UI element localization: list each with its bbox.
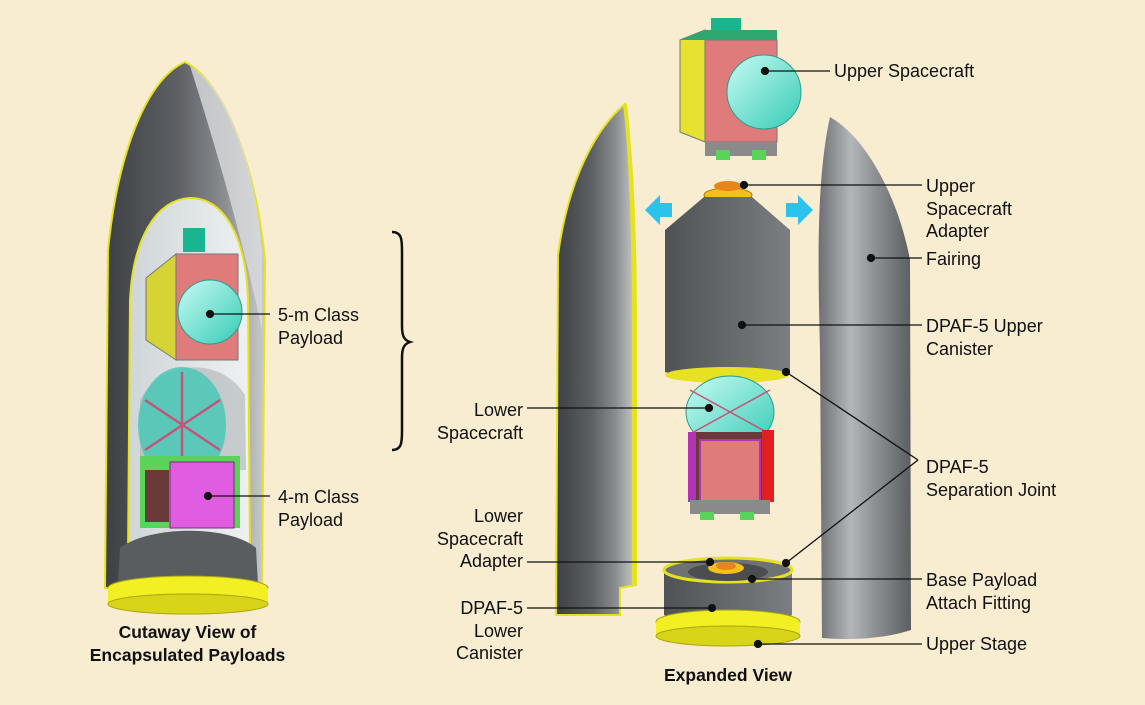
- fairing-right-half: [818, 117, 911, 640]
- upper-spacecraft: [679, 18, 802, 160]
- caption-cutaway-view: Cutaway View of Encapsulated Payloads: [89, 622, 286, 665]
- lower-canister: [655, 556, 801, 647]
- fairing-left-half: [554, 102, 637, 616]
- cutaway-view: [103, 60, 269, 615]
- label-base-payload-attach-fitting: Base Payload Attach Fitting: [926, 570, 1038, 613]
- label-dpaf5-upper-canister: DPAF-5 Upper Canister: [926, 316, 1043, 359]
- expanded-view: [554, 18, 911, 647]
- label-5m-class-payload: 5-m Class Payload: [278, 305, 360, 348]
- label-4m-class-payload: 4-m Class Payload: [278, 487, 360, 530]
- cutaway-5m-bus-green-top: [183, 228, 205, 252]
- fairing-left-edge: [623, 103, 636, 585]
- label-upper-stage: Upper Stage: [926, 634, 1028, 654]
- label-dpaf5-separation-joint: DPAF-5 Separation Joint: [926, 457, 1057, 500]
- label-upper-spacecraft: Upper Spacecraft: [834, 61, 975, 81]
- caption-expanded-view: Expanded View: [663, 665, 793, 685]
- cutaway-4m-bus-side: [145, 470, 169, 522]
- cutaway-4m-bus-front: [169, 461, 235, 529]
- label-dpaf5-lower-canister: DPAF-5 Lower Canister: [455, 598, 523, 663]
- payload-brace: [391, 230, 414, 452]
- upper-canister: [665, 181, 790, 383]
- arrow-right-icon: [786, 195, 813, 225]
- cutaway-base-canister: [118, 530, 258, 585]
- label-upper-spacecraft-adapter: Upper Spacecraft Adapter: [926, 176, 1013, 241]
- lower-spacecraft: [685, 375, 775, 520]
- cutaway-fairing-highlight: [190, 66, 262, 330]
- cutaway-base-ring-bottom: [107, 593, 269, 615]
- label-lower-spacecraft: Lower Spacecraft: [436, 400, 523, 443]
- arrow-left-icon: [645, 195, 672, 225]
- label-fairing: Fairing: [926, 249, 982, 269]
- leader-lines: [203, 66, 922, 649]
- label-lower-spacecraft-adapter: Lower Spacecraft Adapter: [436, 506, 523, 571]
